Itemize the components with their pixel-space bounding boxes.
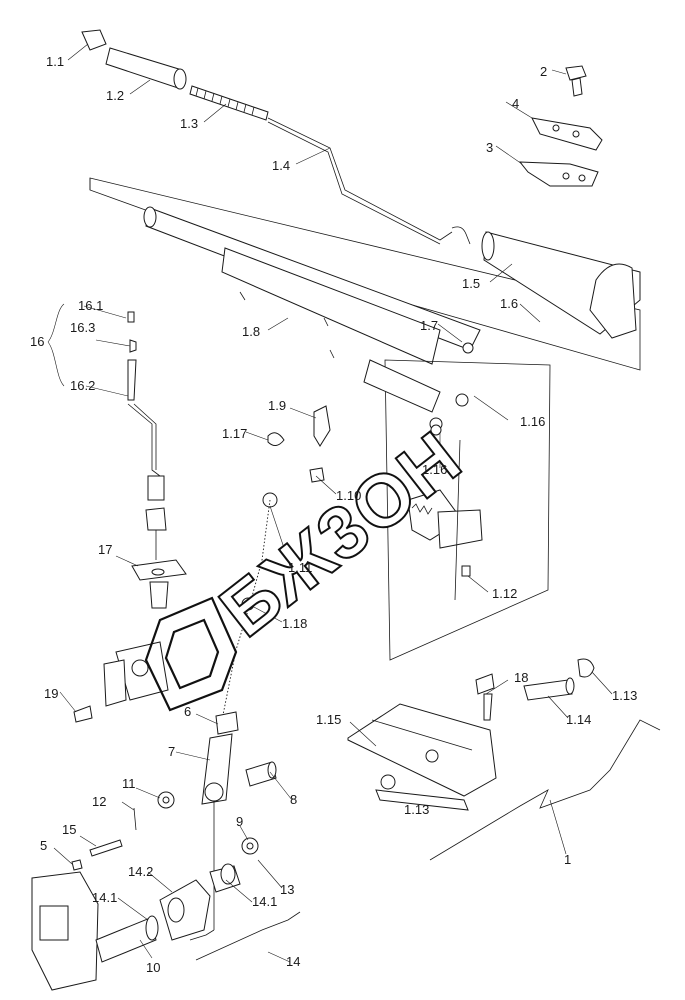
- ratchet-plate: [363, 342, 551, 661]
- label-11: 11: [122, 776, 136, 791]
- pivot-bracket: [31, 837, 259, 991]
- label-1-13-right: 1.13: [612, 688, 637, 703]
- label-16-3: 16.3: [70, 320, 95, 335]
- floor-outline-lower: [195, 719, 661, 961]
- label-1-9: 1.9: [268, 398, 286, 413]
- label-19: 19: [44, 686, 58, 701]
- label-1-18: 1.18: [282, 616, 307, 631]
- label-1-6: 1.6: [500, 296, 518, 311]
- label-14-2: 14.2: [128, 864, 153, 879]
- label-10: 10: [146, 960, 160, 975]
- leader-lines: [47, 43, 613, 963]
- label-1: 1: [564, 852, 571, 867]
- label-1-17: 1.17: [222, 426, 247, 441]
- pawl-parts: [241, 405, 442, 611]
- label-16-1: 16.1: [78, 298, 103, 313]
- label-1-2: 1.2: [106, 88, 124, 103]
- label-1-11: 1.11: [288, 560, 312, 575]
- label-12: 12: [92, 794, 106, 809]
- label-1-10: 1.10: [336, 488, 361, 503]
- label-7: 7: [168, 744, 175, 759]
- bolt-2: [565, 65, 587, 97]
- label-6: 6: [184, 704, 191, 719]
- label-1-16-center: 1.16: [422, 462, 447, 477]
- label-2: 2: [540, 64, 547, 79]
- label-17: 17: [98, 542, 112, 557]
- plate-3: [518, 161, 599, 187]
- label-4: 4: [512, 96, 519, 111]
- label-5: 5: [40, 838, 47, 853]
- lever-19: [73, 641, 169, 723]
- label-1-7: 1.7: [420, 318, 438, 333]
- label-1-5: 1.5: [462, 276, 480, 291]
- label-1-15: 1.15: [316, 712, 341, 727]
- label-14-1-left: 14.1: [92, 890, 117, 905]
- label-15: 15: [62, 822, 76, 837]
- label-16: 16: [30, 334, 44, 349]
- cable-path: [221, 499, 271, 721]
- label-8: 8: [290, 792, 297, 807]
- label-1-4: 1.4: [272, 158, 290, 173]
- label-1-3: 1.3: [180, 116, 198, 131]
- label-14-1-right: 14.1: [252, 894, 277, 909]
- label-14: 14: [286, 954, 300, 969]
- support-1-15: [347, 658, 595, 811]
- bracket-17: [131, 559, 187, 609]
- label-18: 18: [514, 670, 528, 685]
- callout-labels: 1.1 1.2 1.3 1.4 1.5 1.6 1.7 1.8 1.9 1.10…: [30, 54, 637, 975]
- washer-11: [157, 791, 175, 809]
- cable-assembly-16: [127, 311, 167, 560]
- label-1-8: 1.8: [242, 324, 260, 339]
- handle-housing: [143, 206, 641, 365]
- label-1-13-lower: 1.13: [404, 802, 429, 817]
- label-13: 13: [280, 882, 294, 897]
- plate-4: [531, 117, 603, 151]
- label-1-12: 1.12: [492, 586, 517, 601]
- pin-12: [133, 807, 137, 831]
- label-1-14: 1.14: [566, 712, 591, 727]
- lever-7: [201, 711, 277, 805]
- parking-brake-handle: [81, 29, 471, 245]
- label-1-1: 1.1: [46, 54, 64, 69]
- label-16-2: 16.2: [70, 378, 95, 393]
- label-1-16-right: 1.16: [520, 414, 545, 429]
- label-9: 9: [236, 814, 243, 829]
- label-3: 3: [486, 140, 493, 155]
